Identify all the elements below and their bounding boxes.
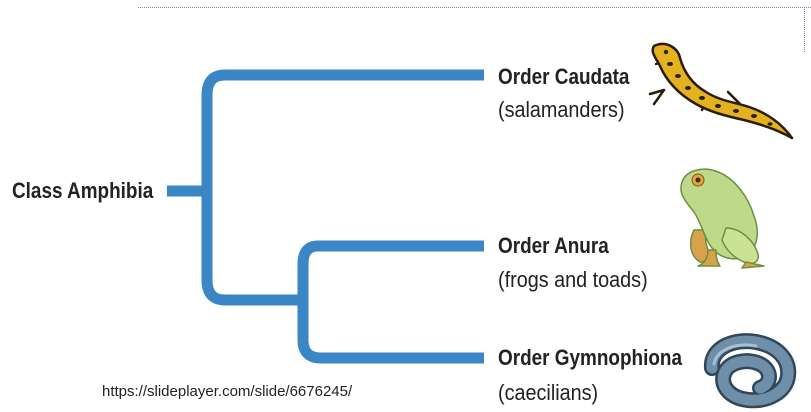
frog-icon [680,168,765,269]
salamander-icon [648,42,794,140]
caecilians-label: (caecilians) [498,380,599,405]
branch-anura-gymnophiona [297,240,484,364]
order-gymnophiona-label: Order Gymnophiona [498,345,682,370]
frogs-and-toads-label: (frogs and toads) [498,267,648,292]
branch-caudata [201,69,484,306]
salamanders-label: (salamanders) [498,97,625,122]
slide-border-right [804,7,805,52]
order-caudata-label: Order Caudata [498,64,630,89]
caecilian-icon [704,333,797,409]
class-amphibia-label: Class Amphibia [12,178,154,203]
slide-border-top [138,7,811,8]
source-url: https://slideplayer.com/slide/6676245/ [102,383,353,400]
order-anura-label: Order Anura [498,233,609,258]
